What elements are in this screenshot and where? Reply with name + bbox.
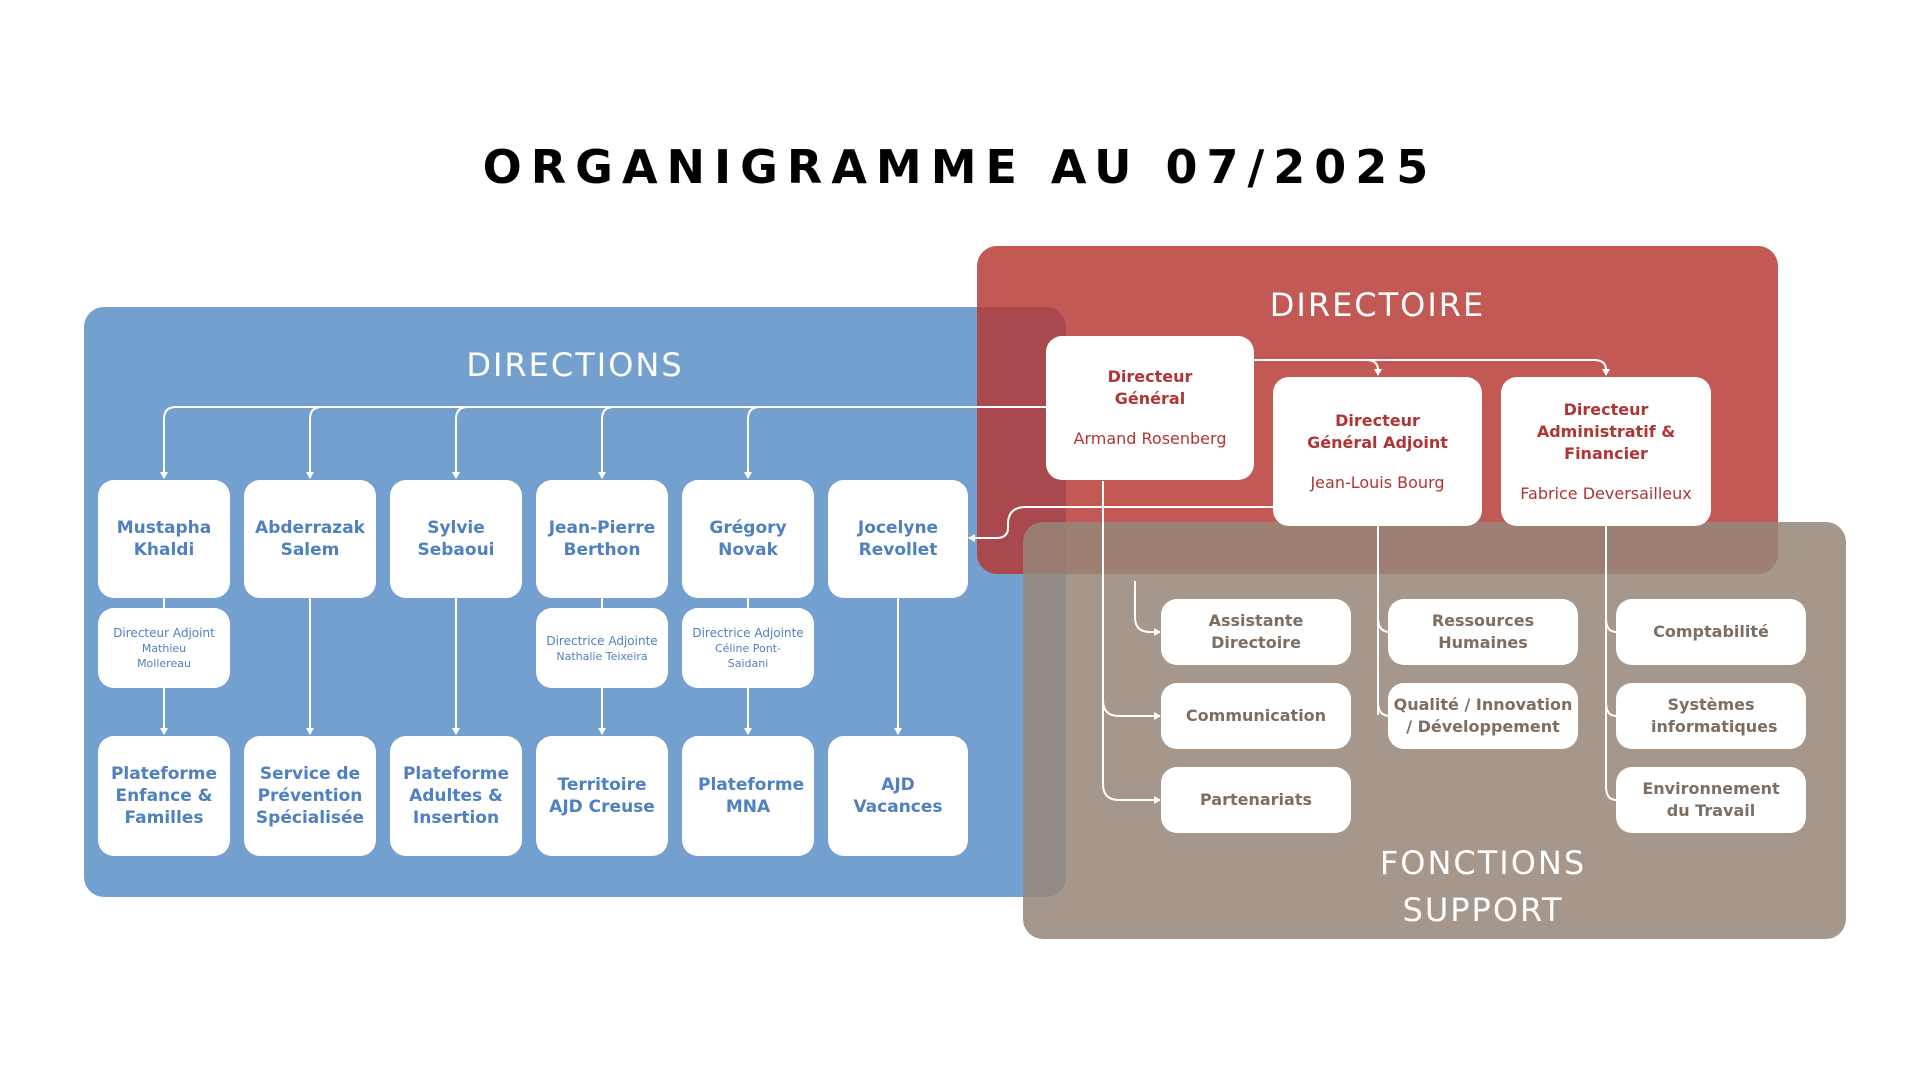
unit-card: Plateforme Enfance & Familles [98,736,230,856]
deputy-name: Mathieu Mollereau [137,642,191,670]
unit-card: AJD Vacances [828,736,968,856]
financial-director-name: Fabrice Deversailleux [1520,483,1692,503]
support-service-name: Qualité / Innovation / Développement [1393,695,1573,736]
direction-head-card: Grégory Novak [682,480,814,598]
deputy-director-general-role: Directeur Général Adjoint [1307,410,1448,452]
directoire-label: DIRECTOIRE [1269,286,1486,324]
line-dg-to-service-1 [1134,581,1161,636]
support-service-card: Ressources Humaines [1388,599,1578,665]
line-to-head-3 [452,406,469,479]
unit-name: AJD Vacances [853,775,943,817]
unit-card: Service de Prévention Spécialisée [244,736,376,856]
support-service-card: Environnement du Travail [1616,767,1806,833]
direction-head-name: Jean-Pierre Berthon [548,518,656,560]
direction-head-card: Jean-Pierre Berthon [536,480,668,598]
direction-head-name: Sylvie Sebaoui [417,518,495,560]
deputy-name: Nathalie Teixeira [556,649,648,663]
support-service-name: Environnement du Travail [1642,779,1780,820]
direction-head-name: Jocelyne Revollet [857,518,939,560]
director-general-card: Directeur Général Armand Rosenberg [1046,336,1254,480]
unit-name: Plateforme Adultes & Insertion [402,764,510,828]
support-service-card: Assistante Directoire [1161,599,1351,665]
line-to-head-4 [598,406,615,479]
directions-label: DIRECTIONS [466,346,684,384]
financial-director-card: Directeur Administratif & Financier Fabr… [1501,377,1711,526]
director-general-name: Armand Rosenberg [1073,429,1227,448]
line-dg-to-service-2 [1102,699,1161,720]
deputy-title: Directrice Adjointe [546,633,658,648]
line-dga-to-head-6 [968,506,1273,542]
line-daf-to-service-1 [1605,617,1621,636]
line-to-head-1 [160,406,177,479]
deputy-title: Directeur Adjoint [113,626,215,640]
support-service-card: Partenariats [1161,767,1351,833]
deputy-title: Directrice Adjointe [692,626,804,640]
page-title: ORGANIGRAMME AU 07/2025 [482,140,1438,194]
direction-head-card: Sylvie Sebaoui [390,480,522,598]
deputy-card: Directeur Adjoint Mathieu Mollereau [98,608,230,688]
support-service-name: Communication [1185,706,1327,725]
support-service-name: Partenariats [1199,790,1312,809]
line-dg-to-daf [1366,359,1610,376]
direction-head-card: Mustapha Khaldi [98,480,230,598]
direction-head-card: Jocelyne Revollet [828,480,968,598]
direction-head-name: Grégory Novak [709,518,787,560]
director-general-role: Directeur Général [1107,367,1193,408]
support-service-card: Qualité / Innovation / Développement [1388,683,1578,749]
fonctions-support-label-line2: SUPPORT [1402,891,1564,929]
support-service-name: Ressources Humaines [1431,611,1535,652]
unit-card: Plateforme MNA [682,736,814,856]
support-service-card: Comptabilité [1616,599,1806,665]
direction-head-card: Abderrazak Salem [244,480,376,598]
financial-director-role: Directeur Administratif & Financier [1536,399,1676,463]
line-daf-to-service-3 [1605,785,1621,804]
support-service-name: Comptabilité [1653,622,1769,641]
line-dg-to-dga [1254,359,1382,376]
line-dg-to-service-3 [1102,783,1161,804]
deputy-name: Céline Pont-Saidani [714,642,782,670]
deputy-director-general-name: Jean-Louis Bourg [1310,472,1445,492]
direction-head-name: Mustapha Khaldi [116,518,212,560]
unit-name: Plateforme Enfance & Familles [110,764,218,828]
line-to-head-5 [744,406,761,479]
deputy-card: Directrice Adjointe Céline Pont-Saidani [682,608,814,688]
direction-head-name: Abderrazak Salem [255,518,365,560]
deputy-director-general-card: Directeur Général Adjoint Jean-Louis Bou… [1273,377,1482,526]
unit-card: Plateforme Adultes & Insertion [390,736,522,856]
support-service-card: Systèmes informatiques [1616,683,1806,749]
support-service-name: Systèmes informatiques [1651,695,1778,736]
support-service-name: Assistante Directoire [1208,611,1304,652]
unit-card: Territoire AJD Creuse [536,736,668,856]
support-service-card: Communication [1161,683,1351,749]
line-to-head-2 [306,406,323,479]
line-daf-to-service-2 [1605,701,1621,720]
unit-name: Service de Prévention Spécialisée [255,764,365,828]
unit-name: Plateforme MNA [698,775,805,817]
deputy-card: Directrice Adjointe Nathalie Teixeira [536,608,668,688]
fonctions-support-label-line1: FONCTIONS [1379,844,1587,882]
unit-name: Territoire AJD Creuse [549,775,655,817]
